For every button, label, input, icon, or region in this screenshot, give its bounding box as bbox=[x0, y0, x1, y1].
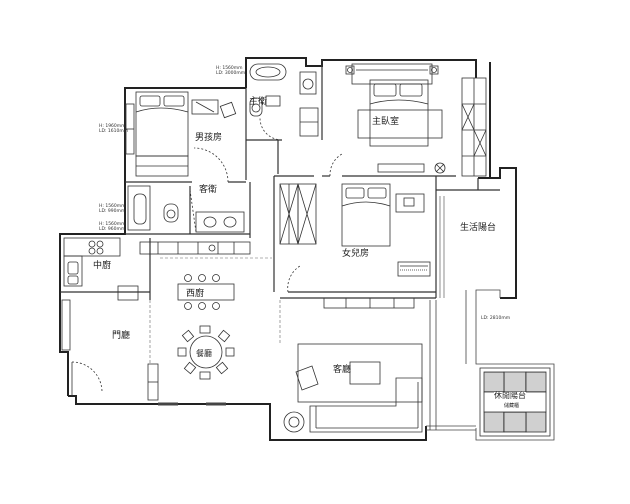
master-bath-dim-ld: LD: 3000mm bbox=[216, 71, 246, 77]
balcony-dim: LD: 2810mm bbox=[481, 316, 511, 321]
boys-room-dim-ld: LD: 1610mm bbox=[99, 129, 129, 135]
inner-walls bbox=[60, 60, 500, 300]
living-room-furniture bbox=[283, 343, 423, 433]
service-balcony-label: 生活陽台 bbox=[460, 223, 497, 233]
master-bath-dim-h: H: 1560mm bbox=[216, 66, 243, 71]
guest-bath-dim-2-h: H: 1560mm bbox=[99, 222, 126, 227]
western-kitchen-label: 西廚 bbox=[186, 289, 205, 299]
outer-walls bbox=[59, 57, 517, 441]
girls-room-label: 女兒房 bbox=[342, 249, 370, 259]
master-bedroom-label: 主臥室 bbox=[372, 117, 400, 127]
master-bath-dim: H: 1560mm LD: 3000mm bbox=[216, 66, 245, 76]
master-bedroom-furniture bbox=[329, 63, 487, 177]
boys-room-dim-h: H: 1960mm bbox=[99, 124, 126, 129]
western-kitchen-island bbox=[177, 274, 235, 310]
kitchen-fixtures bbox=[61, 237, 139, 351]
guest-bath-dim-1-h: H: 1560mm bbox=[99, 204, 126, 209]
guest-bath-dim-1: H: 1560mm LD: 990mm bbox=[99, 204, 126, 214]
water-balcony bbox=[479, 367, 551, 437]
dining-table bbox=[177, 325, 235, 380]
west-kitchen-cabinets bbox=[139, 241, 251, 255]
entry-door bbox=[71, 361, 103, 396]
water-balcony-label: 休閒陽台 bbox=[494, 391, 526, 400]
guest-bath-dim-2-ld: LD: 960mm bbox=[99, 227, 126, 233]
guest-bath-dim-2: H: 1560mm LD: 960mm bbox=[99, 222, 126, 232]
entry-cabinet bbox=[147, 363, 159, 401]
kitchen-label: 中廚 bbox=[93, 261, 112, 271]
master-bath-fixtures bbox=[249, 63, 319, 141]
boys-room-furniture bbox=[135, 91, 237, 183]
dashed-lines bbox=[149, 257, 281, 364]
dining-label: 餐廳 bbox=[196, 349, 212, 358]
girls-room-furniture bbox=[287, 183, 431, 293]
girls-room-window bbox=[439, 196, 445, 298]
entrance-label: 門廳 bbox=[112, 331, 131, 341]
master-bath-label: 主衛 bbox=[249, 97, 268, 107]
shoe-cabinet bbox=[323, 297, 415, 309]
corridor-cabinets bbox=[279, 183, 317, 245]
water-balcony-sub-label: 儲藏櫃 bbox=[504, 403, 520, 409]
guest-bath-fixtures bbox=[127, 185, 245, 233]
boys-room-label: 男孩房 bbox=[195, 133, 223, 143]
service-balcony-rails bbox=[426, 289, 555, 441]
living-label: 客廳 bbox=[333, 365, 352, 375]
boys-wardrobe bbox=[125, 103, 135, 155]
boys-room-dim: H: 1960mm LD: 1610mm bbox=[99, 124, 128, 134]
guest-bath-label: 客衛 bbox=[199, 185, 218, 195]
guest-bath-dim-1-ld: LD: 990mm bbox=[99, 209, 126, 215]
